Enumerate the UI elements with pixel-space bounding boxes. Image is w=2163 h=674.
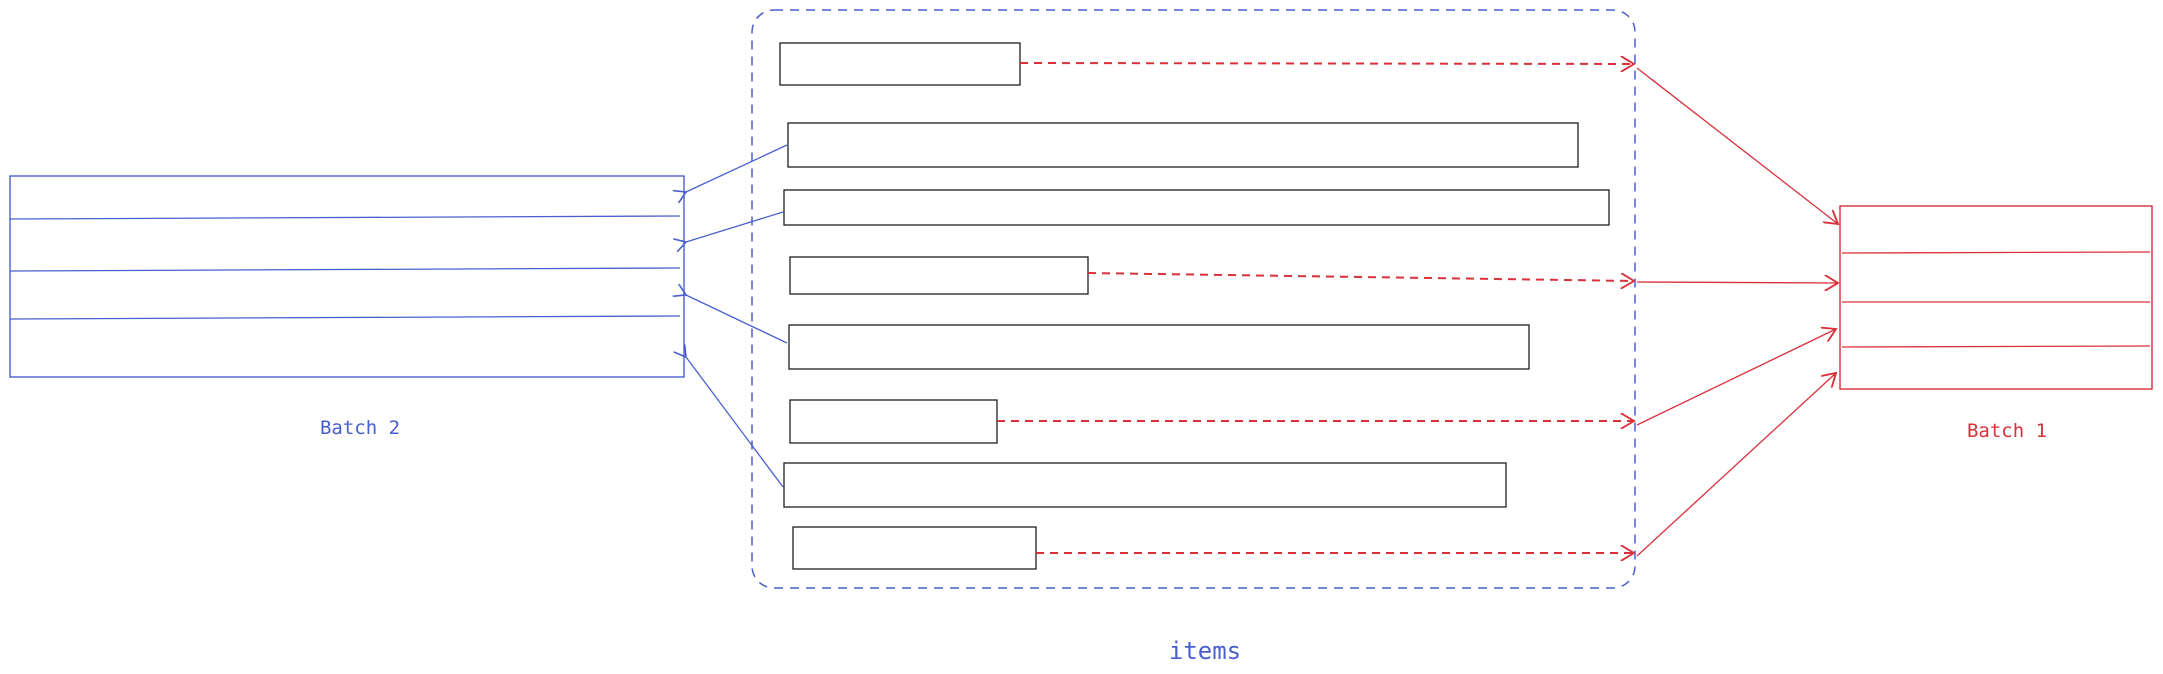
arrow-to-batch1-row2 xyxy=(1636,282,1838,283)
batch2-row-divider-3 xyxy=(9,315,681,320)
arrow-item5-to-batch2 xyxy=(686,295,788,344)
dashed-arrow-item4 xyxy=(1087,272,1634,281)
batch2-row-divider-2 xyxy=(9,267,681,272)
batch1-row-divider-3 xyxy=(1841,345,2151,348)
item-2 xyxy=(787,122,1579,168)
batch1-table xyxy=(1839,205,2153,390)
item-5 xyxy=(788,324,1530,370)
item-4 xyxy=(789,256,1089,295)
batch2-table-frame xyxy=(9,175,685,378)
item-1 xyxy=(779,42,1021,86)
batch1-table-frame xyxy=(1839,205,2153,390)
arrow-item2-to-batch2 xyxy=(686,144,788,192)
item-3 xyxy=(783,189,1610,226)
items-label: items xyxy=(1169,637,1241,665)
arrow-item3-to-batch2 xyxy=(686,211,784,242)
dashed-arrow-item1 xyxy=(1019,63,1634,64)
item-7 xyxy=(783,462,1507,508)
arrow-to-batch1-row4 xyxy=(1636,373,1836,557)
batch2-row-divider-1 xyxy=(9,215,681,220)
items-container xyxy=(751,9,1636,589)
arrow-to-batch1-row3 xyxy=(1636,329,1836,426)
arrow-to-batch1-row1 xyxy=(1636,67,1838,224)
item-6 xyxy=(789,399,998,444)
batch2-label: Batch 2 xyxy=(320,417,400,439)
batch1-row-divider-1 xyxy=(1841,251,2151,254)
batch2-table xyxy=(9,175,685,378)
arrow-item7-to-batch2 xyxy=(686,357,784,488)
batch1-label: Batch 1 xyxy=(1967,420,2047,442)
item-8 xyxy=(792,526,1037,570)
